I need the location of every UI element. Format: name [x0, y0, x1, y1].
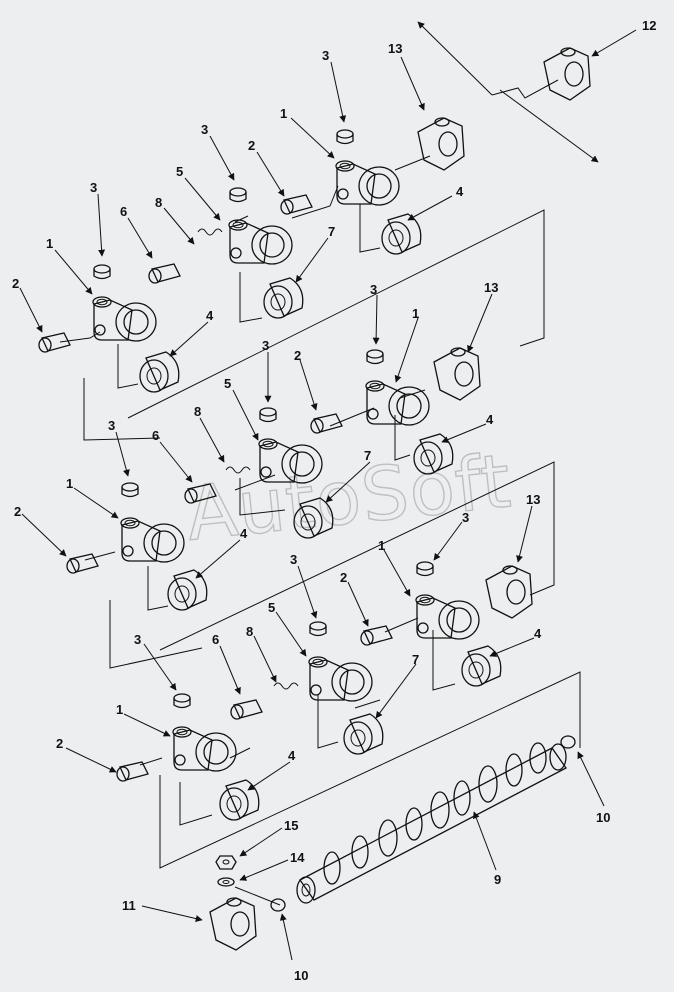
callout-10: 10: [596, 810, 610, 825]
part-14-washer: [217, 877, 235, 887]
callout-8: 8: [246, 624, 253, 639]
part-7-roller: [343, 713, 384, 755]
callout-4: 4: [288, 748, 296, 763]
callout-3: 3: [201, 122, 208, 137]
part-3-cap: [309, 621, 327, 637]
callout-13: 13: [388, 41, 402, 56]
callout-8: 8: [155, 195, 162, 210]
callout-2: 2: [294, 348, 301, 363]
part-7-roller: [263, 277, 304, 319]
part-1-lever: [335, 160, 400, 206]
callout-1: 1: [66, 476, 73, 491]
direction-arrows: [417, 21, 599, 163]
callout-1: 1: [280, 106, 287, 121]
part-2-pin: [280, 194, 313, 215]
callout-3: 3: [290, 552, 297, 567]
part-2-pin: [360, 625, 393, 646]
part-4-roller: [139, 351, 180, 393]
callout-12: 12: [642, 18, 656, 33]
callout-5: 5: [176, 164, 183, 179]
callout-1: 1: [46, 236, 53, 251]
callout-3: 3: [134, 632, 141, 647]
callout-5: 5: [224, 376, 231, 391]
callout-2: 2: [248, 138, 255, 153]
part-12-support-bracket: [543, 47, 591, 101]
callout-4: 4: [206, 308, 214, 323]
part-1-lever: [120, 517, 185, 563]
part-9-camshaft: [296, 742, 567, 904]
callout-7: 7: [412, 652, 419, 667]
part-13-support-bracket: [417, 117, 465, 171]
callout-4: 4: [486, 412, 494, 427]
callout-10: 10: [294, 968, 308, 983]
part-8-spring: [197, 228, 299, 690]
part-6-pin: [230, 699, 263, 720]
callout-13: 13: [526, 492, 540, 507]
part-6-pin: [148, 263, 181, 284]
part-5-lever: [228, 219, 293, 265]
callout-7: 7: [328, 224, 335, 239]
callout-4: 4: [534, 626, 542, 641]
callout-6: 6: [152, 428, 159, 443]
part-2-pin: [116, 761, 149, 782]
callout-2: 2: [56, 736, 63, 751]
callout-6: 6: [120, 204, 127, 219]
callout-4: 4: [240, 526, 248, 541]
callout-1: 1: [116, 702, 123, 717]
part-15-nut: [215, 855, 237, 870]
part-10-plug: [270, 735, 576, 912]
callout-8: 8: [194, 404, 201, 419]
part-11-support-bracket: [209, 897, 257, 951]
part-4-roller: [167, 569, 208, 611]
callout-6: 6: [212, 632, 219, 647]
callout-1: 1: [412, 306, 419, 321]
part-3-cap: [93, 264, 111, 280]
part-5-lever: [308, 656, 373, 702]
callout-3: 3: [370, 282, 377, 297]
callout-3: 3: [262, 338, 269, 353]
callout-11: 11: [122, 898, 136, 913]
part-2-pin: [38, 332, 71, 353]
callout-13: 13: [484, 280, 498, 295]
part-3-cap: [366, 349, 384, 365]
callout-15: 15: [284, 818, 298, 833]
callout-2: 2: [14, 504, 21, 519]
callouts: 12 13 3 1 4 3 2 5 3 8 6 7 1 2 4 13 3 1: [12, 18, 656, 983]
callout-2: 2: [12, 276, 19, 291]
part-3-cap: [173, 693, 191, 709]
part-3-cap: [336, 129, 354, 145]
callout-4: 4: [456, 184, 464, 199]
part-3-cap: [259, 407, 277, 423]
callout-5: 5: [268, 600, 275, 615]
part-3-cap: [121, 482, 139, 498]
part-1-lever: [415, 594, 480, 640]
callout-3: 3: [90, 180, 97, 195]
part-13-support-bracket: [433, 347, 481, 401]
watermark: AutoSoft: [182, 438, 515, 558]
part-1-lever: [92, 296, 157, 342]
callout-9: 9: [494, 872, 501, 887]
part-3-cap: [229, 187, 247, 203]
part-4-roller: [381, 213, 422, 255]
part-2-pin: [66, 553, 99, 574]
part-1-lever: [172, 726, 237, 772]
part-4-roller: [461, 645, 502, 687]
part-3-cap: [416, 561, 434, 577]
callout-1: 1: [378, 538, 385, 553]
callout-7: 7: [364, 448, 371, 463]
callout-14: 14: [290, 850, 305, 865]
callout-3: 3: [322, 48, 329, 63]
callout-2: 2: [340, 570, 347, 585]
part-4-roller: [219, 779, 260, 821]
callout-3: 3: [108, 418, 115, 433]
part-13-support-bracket: [485, 565, 533, 619]
part-1-lever: [365, 380, 430, 426]
callout-3: 3: [462, 510, 469, 525]
